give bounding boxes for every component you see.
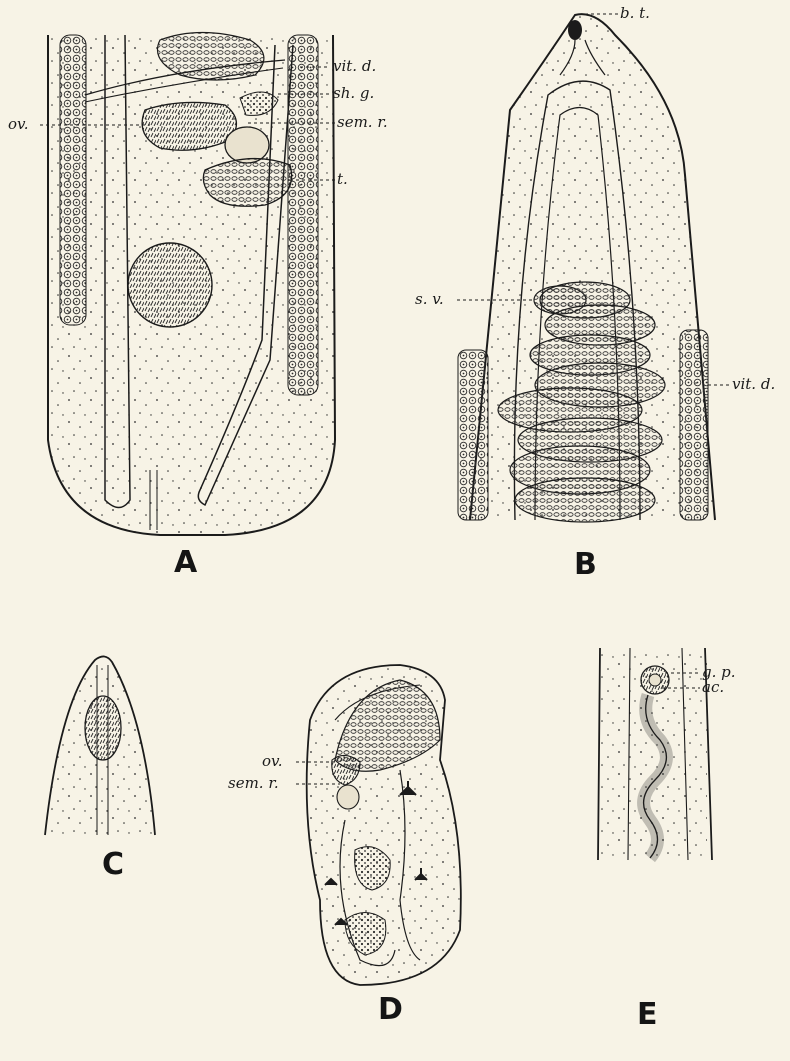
panel-e-letter: E: [637, 1000, 658, 1030]
panel-b-vitellaria-right: [680, 330, 708, 520]
label-a-testis: t.: [337, 172, 348, 187]
panel-e-drawing: [598, 648, 712, 860]
panel-a-vitellaria-right: [288, 35, 318, 395]
label-b-vitelline-duct: vit. d.: [732, 377, 775, 392]
label-a-vitelline-duct: vit. d.: [333, 59, 376, 74]
panel-b-letter: B: [574, 550, 597, 580]
panel-a-ovary: [142, 102, 236, 150]
panel-d-seminal-receptacle: [337, 785, 359, 809]
panel-a-seminal-receptacle: [225, 127, 269, 163]
label-a-shell-gland: sh. g.: [333, 86, 374, 101]
label-d-ovary: ov.: [262, 754, 283, 769]
panel-a-testis: [203, 159, 291, 207]
label-e-acetabulum: ac.: [702, 680, 724, 695]
panel-a-drawing: [40, 33, 335, 536]
panel-b-buccal-tube: [568, 20, 582, 40]
panel-c-letter: C: [102, 850, 124, 880]
label-b-seminal-vesicle: s. v.: [415, 292, 444, 307]
panel-b-vitellaria-left: [458, 350, 488, 520]
label-a-ovary: ov.: [8, 117, 29, 132]
panel-a-letter: A: [174, 548, 197, 578]
panel-a-vitellaria-left: [60, 35, 86, 325]
panel-c-pharynx: [85, 696, 121, 760]
panel-c-drawing: [45, 656, 155, 835]
label-d-seminal-receptacle: sem. r.: [228, 776, 279, 791]
panel-d-letter: D: [378, 995, 403, 1025]
label-a-seminal-receptacle: sem. r.: [337, 115, 388, 130]
label-b-buccal-tube: b. t.: [620, 6, 650, 21]
panel-b-drawing: [457, 14, 730, 522]
panel-a-acetabulum: [128, 243, 212, 327]
panel-d-drawing: [296, 665, 461, 985]
